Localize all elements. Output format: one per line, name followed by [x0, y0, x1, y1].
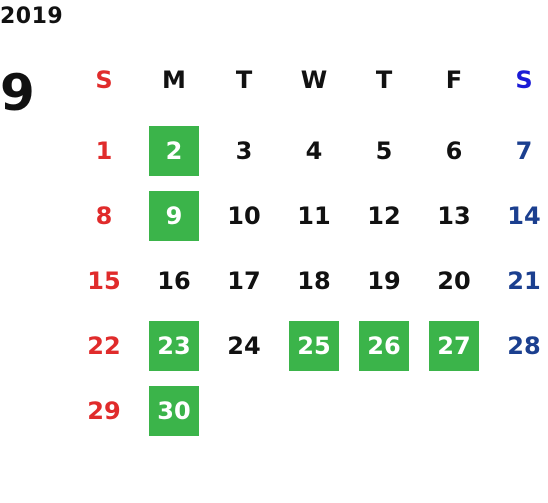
day-cell[interactable]: 19 [367, 267, 401, 295]
weekday-header-monday: M [162, 66, 186, 94]
day-cell[interactable]: 25 [289, 321, 339, 371]
day-cell[interactable]: 9 [149, 191, 199, 241]
day-cell[interactable]: 21 [507, 267, 541, 295]
day-cell[interactable]: 29 [87, 397, 121, 425]
calendar-grid: S M T W T F S 1 2 3 4 5 6 7 8 9 10 11 12… [67, 48, 548, 448]
day-cell[interactable]: 11 [297, 202, 331, 230]
day-cell[interactable]: 27 [429, 321, 479, 371]
day-cell[interactable]: 17 [227, 267, 261, 295]
weekday-header-wednesday: W [300, 66, 328, 94]
day-cell[interactable]: 22 [87, 332, 121, 360]
weekday-header-friday: F [445, 66, 463, 94]
weekday-header-thursday: T [375, 66, 393, 94]
weekday-header-saturday: S [515, 66, 533, 94]
day-cell[interactable]: 20 [437, 267, 471, 295]
day-cell[interactable]: 1 [95, 137, 113, 165]
day-cell[interactable]: 16 [157, 267, 191, 295]
day-cell[interactable]: 13 [437, 202, 471, 230]
day-cell[interactable]: 26 [359, 321, 409, 371]
day-cell[interactable]: 6 [445, 137, 463, 165]
day-cell[interactable]: 12 [367, 202, 401, 230]
day-cell[interactable]: 5 [375, 137, 393, 165]
day-cell[interactable]: 8 [95, 202, 113, 230]
month-number: 9 [0, 64, 35, 122]
day-cell[interactable]: 30 [149, 386, 199, 436]
day-cell[interactable]: 14 [507, 202, 541, 230]
weekday-header-sunday: S [95, 66, 113, 94]
day-cell[interactable]: 23 [149, 321, 199, 371]
day-cell[interactable]: 28 [507, 332, 541, 360]
weekday-header-tuesday: T [235, 66, 253, 94]
day-cell[interactable]: 7 [515, 137, 533, 165]
year-label: 2019 [0, 4, 64, 29]
day-cell[interactable]: 18 [297, 267, 331, 295]
day-cell[interactable]: 10 [227, 202, 261, 230]
day-cell[interactable]: 15 [87, 267, 121, 295]
day-cell[interactable]: 4 [305, 137, 323, 165]
day-cell[interactable]: 3 [235, 137, 253, 165]
day-cell[interactable]: 24 [227, 332, 261, 360]
day-cell[interactable]: 2 [149, 126, 199, 176]
